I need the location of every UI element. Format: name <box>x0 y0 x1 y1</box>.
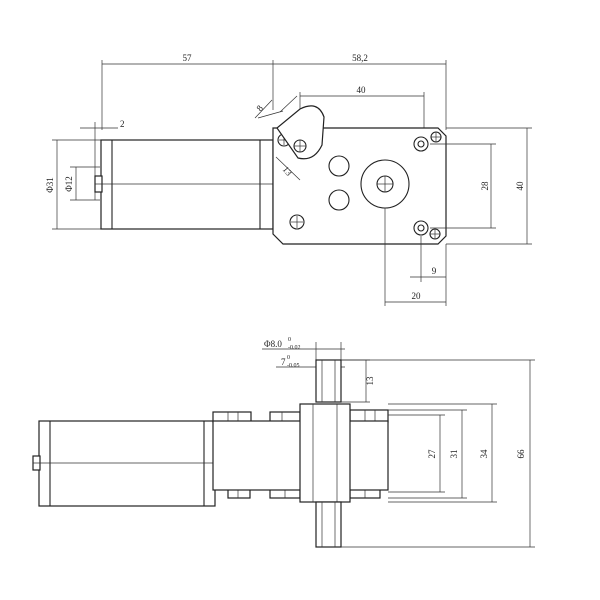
label-9: 9 <box>432 266 437 276</box>
label-phi8-tol-lower: -0.02 <box>288 345 301 351</box>
label-7: 7 <box>281 357 286 367</box>
label-phi12: Φ12 <box>64 176 74 192</box>
label-8: 8 <box>254 103 265 113</box>
dim-31: 31 <box>388 409 467 499</box>
label-13-shaft: 13 <box>365 376 375 386</box>
label-phi8-tol-upper: 0 <box>288 337 291 343</box>
label-20: 20 <box>412 291 422 301</box>
shaft-upper <box>315 359 342 403</box>
label-31: 31 <box>449 450 459 459</box>
side-view: Φ8.0 0 -0.02 7 0 -0.05 13 <box>32 337 535 548</box>
motor-body-top <box>100 139 274 230</box>
dim-hole-spacing-v: 28 <box>430 143 496 229</box>
dim-gearbox-height: 40 <box>446 127 532 245</box>
label-40-right: 40 <box>515 181 525 191</box>
slot-lug: 8 13 <box>254 95 325 181</box>
dim-34: 34 <box>388 403 497 503</box>
label-phi31: Φ31 <box>45 177 55 193</box>
dim-gearbox-width: 58,2 <box>273 53 447 130</box>
gearbox-plate <box>272 127 447 245</box>
dim-motor-length: 57 <box>101 53 274 130</box>
label-34: 34 <box>479 449 489 459</box>
dim-boss-diameter: Φ12 <box>64 166 100 201</box>
label-27: 27 <box>427 449 437 459</box>
label-phi8: Φ8.0 <box>264 339 282 349</box>
motor-body-side <box>38 420 216 507</box>
label-7-tol-upper: 0 <box>287 355 290 361</box>
dim-edge-offset: 9 <box>410 236 447 282</box>
dim-motor-diameter: Φ31 <box>45 139 110 230</box>
dim-66: 66 <box>341 359 535 548</box>
top-view: 57 58,2 40 2 Φ31 <box>45 53 532 306</box>
dim-shaft-extension: 13 <box>341 359 375 403</box>
dim-27: 27 <box>388 414 445 493</box>
label-2: 2 <box>120 119 125 129</box>
label-40-top: 40 <box>357 85 367 95</box>
dim-shaft-offset: 20 <box>384 208 447 306</box>
label-66: 66 <box>516 449 526 459</box>
gear-hole-lower <box>328 189 350 211</box>
shaft-lower <box>315 501 342 548</box>
mounting-holes <box>277 131 442 240</box>
output-boss <box>299 403 351 503</box>
label-7-tol-lower: -0.05 <box>287 363 300 369</box>
label-58-2: 58,2 <box>352 53 368 63</box>
label-28: 28 <box>480 181 490 191</box>
gear-hole-upper <box>328 155 350 177</box>
label-57: 57 <box>183 53 193 63</box>
